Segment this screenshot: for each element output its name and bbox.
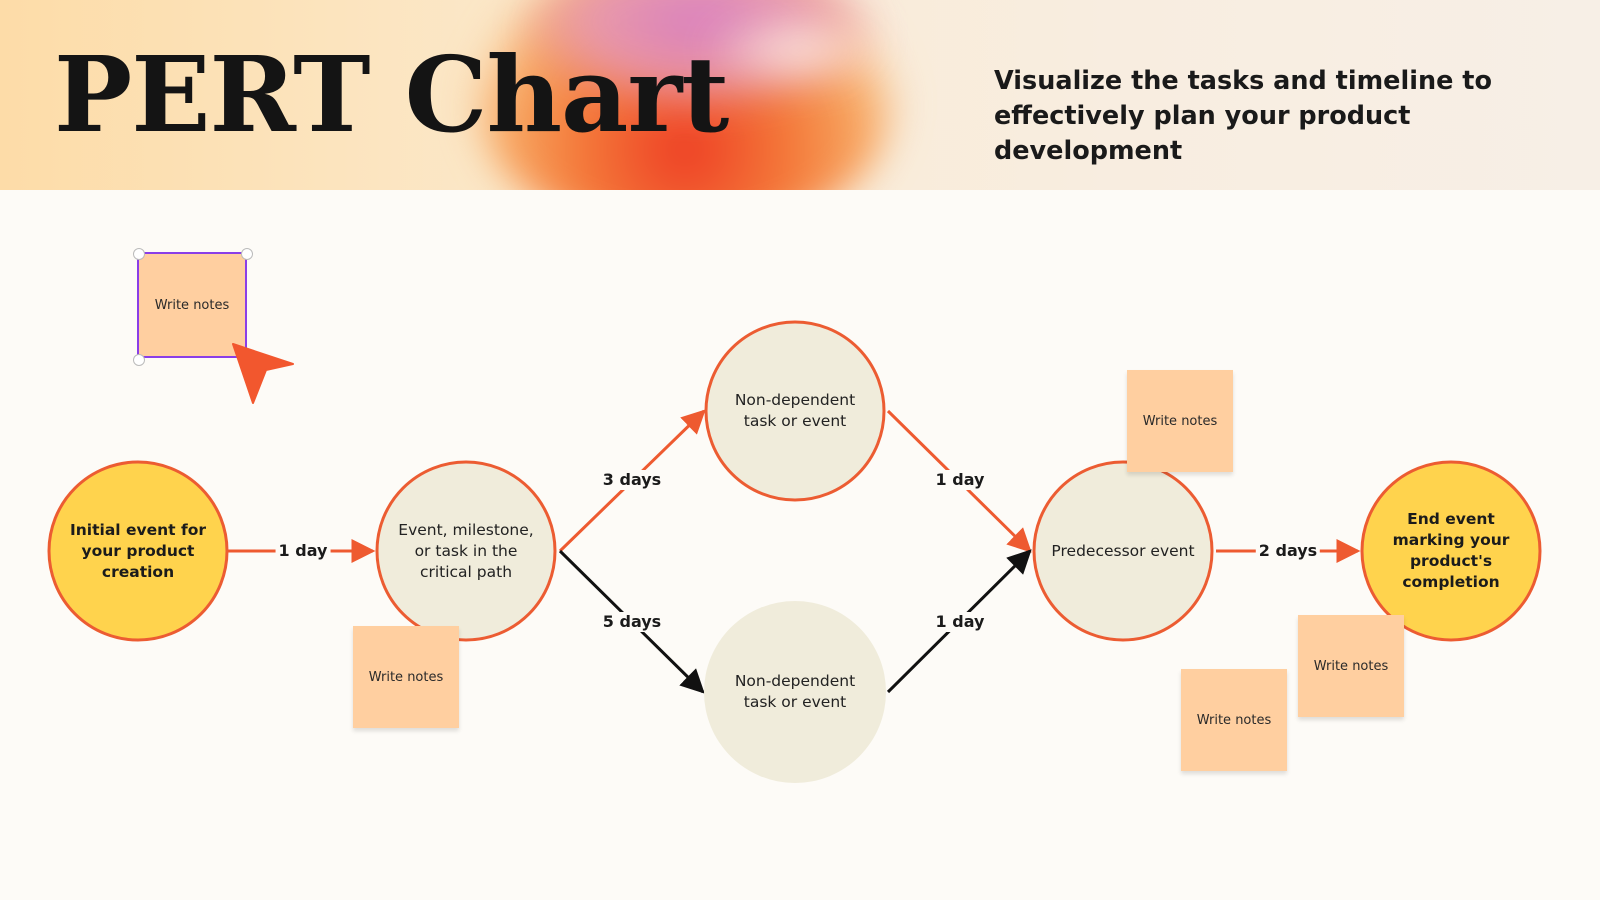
node-end[interactable] <box>1360 460 1542 642</box>
node-top[interactable] <box>704 320 886 502</box>
page-subtitle: Visualize the tasks and timeline to effe… <box>994 66 1492 166</box>
resize-handle-top-right[interactable] <box>241 248 253 260</box>
resize-handle-top-left[interactable] <box>133 248 145 260</box>
edge-label-bottom-to-predecessor: 1 day <box>932 612 988 632</box>
gradient-highlight <box>700 10 900 90</box>
resize-handle-bottom-left[interactable] <box>133 354 145 366</box>
edge-label-top-to-predecessor: 1 day <box>932 470 988 490</box>
node-predecessor[interactable] <box>1032 460 1214 642</box>
node-critical[interactable] <box>375 460 557 642</box>
page-title: PERT Chart <box>54 33 729 156</box>
node-predecessor-label: Predecessor event <box>1051 541 1195 560</box>
edge-label-critical-to-bottom: 5 days <box>599 612 665 632</box>
sticky-note-text: Write notes <box>1142 413 1218 429</box>
sticky-note-text: Write notes <box>1313 658 1389 674</box>
edge-label-predecessor-to-end: 2 days <box>1255 541 1321 561</box>
sticky-note-text: Write notes <box>1196 712 1272 728</box>
sticky-note[interactable]: Write notes <box>1298 615 1404 717</box>
sticky-note-selected[interactable]: Write notes <box>137 252 247 358</box>
sticky-note[interactable]: Write notes <box>353 626 459 728</box>
sticky-note[interactable]: Write notes <box>1181 669 1287 771</box>
edge-label-critical-to-top: 3 days <box>599 470 665 490</box>
node-bottom[interactable] <box>704 601 886 783</box>
node-top-label: Non-dependent task or event <box>734 391 856 430</box>
node-end-label: End event marking your product's complet… <box>1392 510 1510 591</box>
header-banner: PERT Chart Visualize the tasks and timel… <box>0 0 1600 190</box>
node-start[interactable] <box>47 460 229 642</box>
node-bottom-label: Non-dependent task or event <box>734 672 856 711</box>
sticky-note-text: Write notes <box>368 669 444 685</box>
sticky-note-text: Write notes <box>154 297 230 313</box>
edge-label-start-to-critical: 1 day <box>275 541 331 561</box>
node-critical-label: Event, milestone, or task in the critica… <box>398 520 534 581</box>
cursor-pointer-icon <box>232 343 294 404</box>
sticky-note[interactable]: Write notes <box>1127 370 1233 472</box>
node-start-label: Initial event for your product creation <box>70 520 207 581</box>
